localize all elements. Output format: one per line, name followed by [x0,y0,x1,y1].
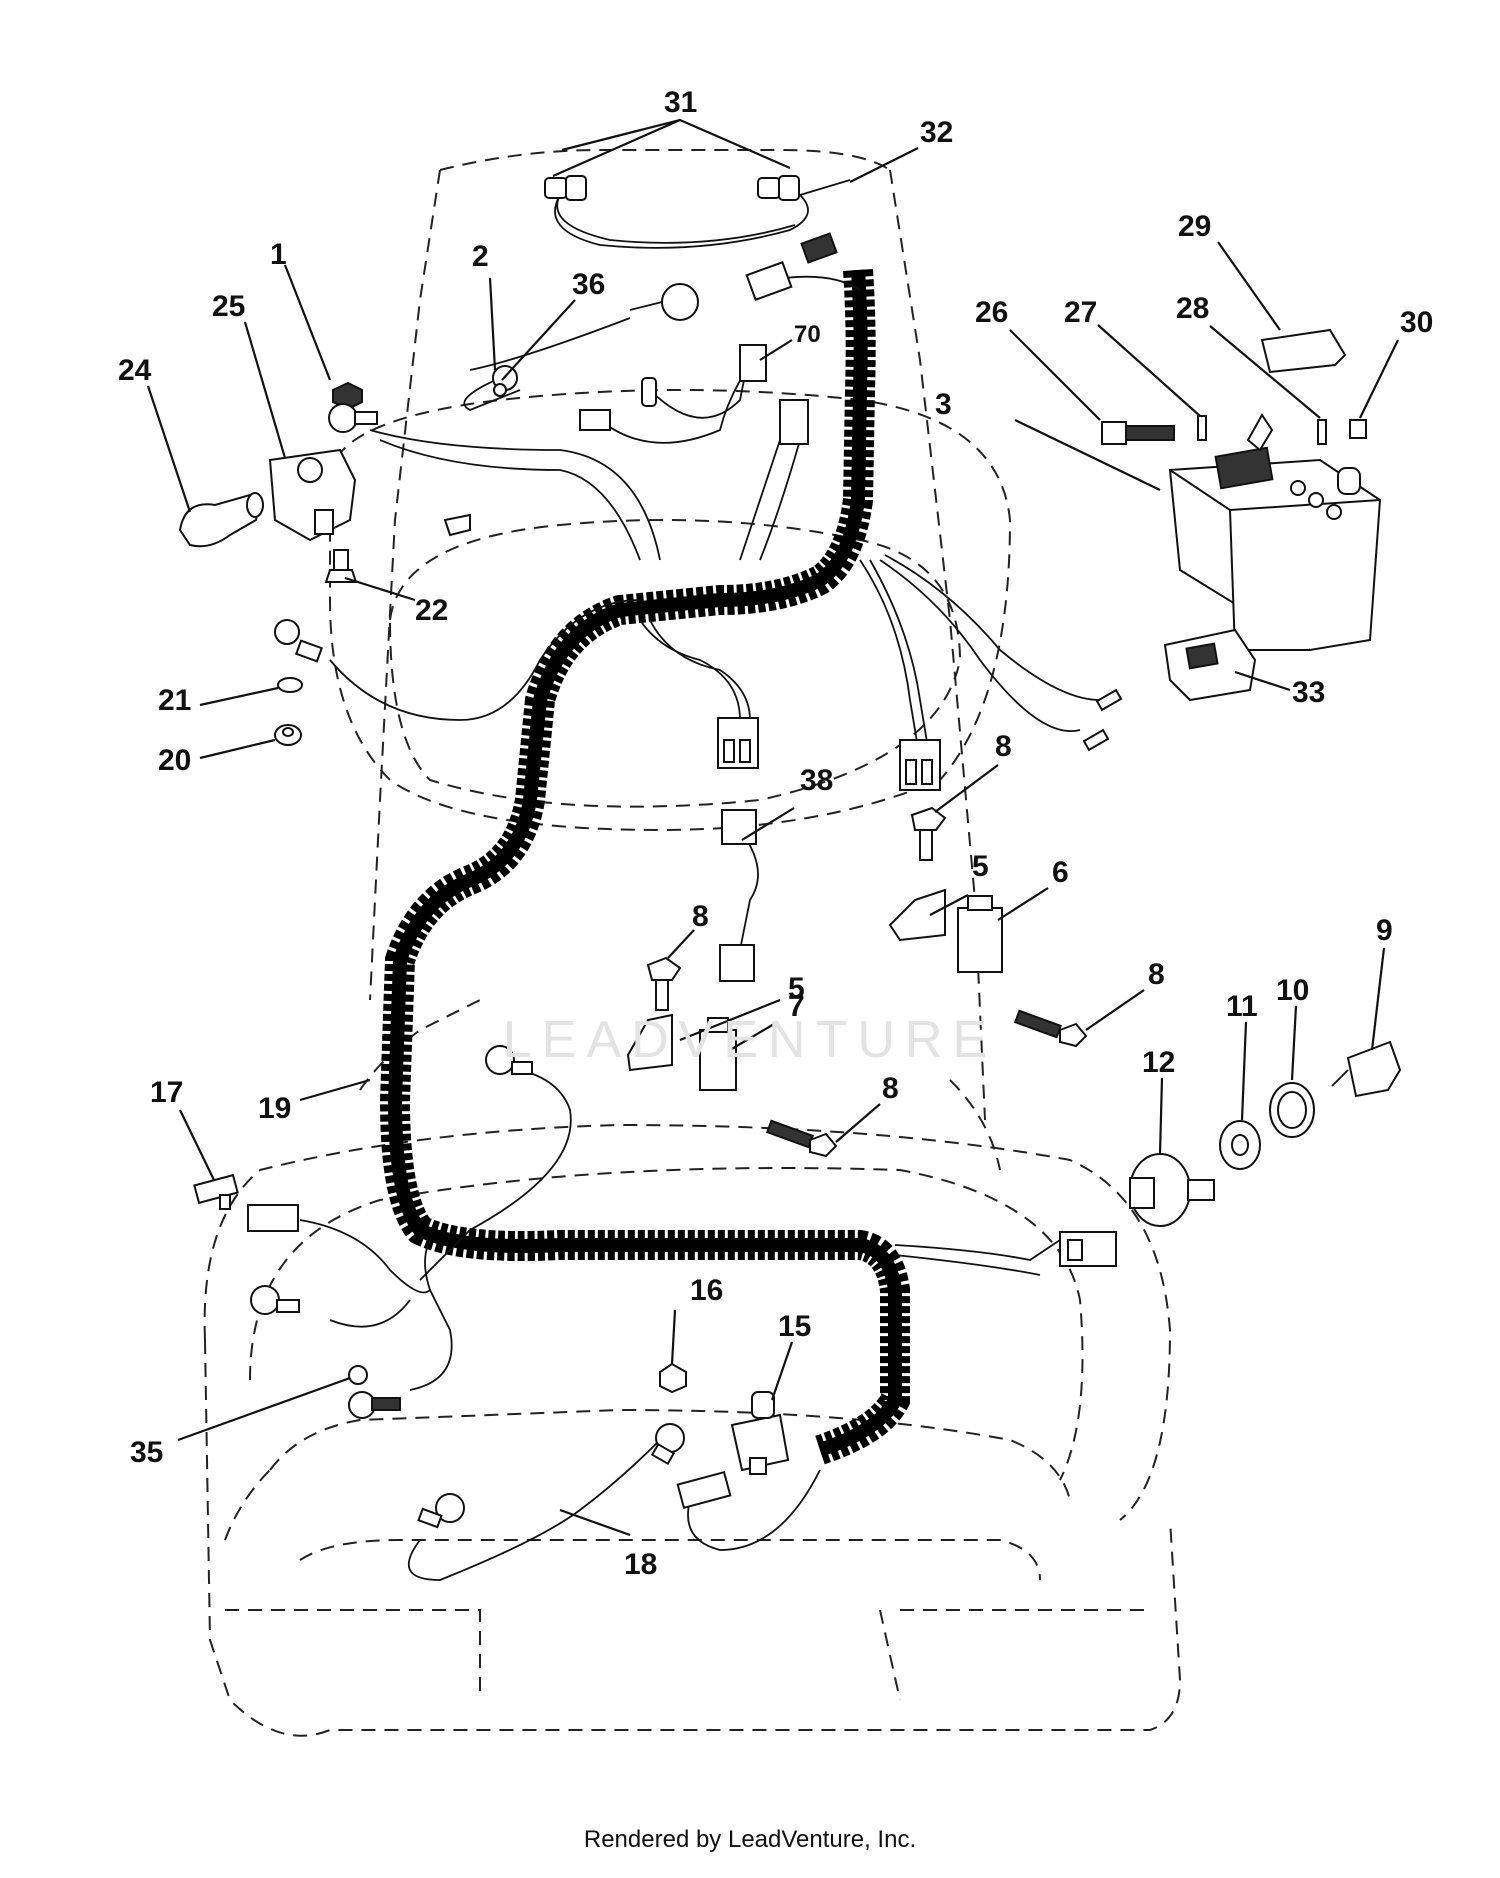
callout-7: 7 [788,990,805,1023]
ignition-bezel-10 [1269,1082,1315,1138]
ground-eyelet-2 [463,283,699,411]
tractor-outline [203,149,1182,1737]
callout-26: 26 [975,296,1008,329]
callout-33: 33 [1292,676,1325,709]
ignition-key-9 [1331,1040,1402,1098]
callout-15: 15 [778,1310,811,1343]
ground-eyelet-lower [485,1045,533,1075]
fuse-17 [193,1173,239,1210]
nut-1 [332,381,363,411]
bolt-8-upper-right [910,806,947,861]
eyelet-35 [348,1391,401,1419]
bracket-5-right [888,888,946,942]
callout-16: 16 [690,1274,723,1307]
callout-8-lower: 8 [882,1072,899,1105]
right-connector [899,739,941,791]
seat-switch-connector [1059,1231,1117,1267]
footer-credit: Rendered by LeadVenture, Inc. [583,1826,917,1853]
callout-32: 32 [920,116,953,149]
callout-27: 27 [1064,296,1097,329]
sensor-connector-70 [579,344,809,445]
rocker-switch-33 [1163,628,1257,702]
callout-18: 18 [624,1548,657,1581]
callout-1: 1 [270,238,287,271]
callout-6: 6 [1052,856,1069,889]
callout-5-left: 5 [788,972,805,1005]
watermark-text: LEADVENTURE [502,1011,998,1069]
bolt-8-lower [765,1119,838,1158]
battery-clamp [1246,413,1274,452]
callout-35: 35 [130,1436,163,1469]
callout-9: 9 [1376,914,1393,947]
callout-labels: 1 2 3 5 5 6 7 8 8 8 8 9 10 11 12 15 16 1… [118,86,1433,1581]
eyelet-left-lower [250,1285,300,1315]
terminal-boot [178,492,264,548]
seat-switch-15 [730,1391,790,1475]
interlock-switch-6 [957,895,1003,973]
ground-tab [443,513,471,537]
coiled-wire-harness [379,269,910,1465]
ground-strap-18-eyelet-top [650,1423,685,1466]
nut-16 [659,1362,687,1394]
spade-terminals [1082,688,1123,752]
headlight-bulb-right [757,175,800,201]
callout-70: 70 [794,321,821,348]
callout-22: 22 [415,594,448,627]
callout-5-right: 5 [972,850,989,883]
callout-8-right: 8 [1148,958,1165,991]
callout-2: 2 [472,240,489,273]
callout-31: 31 [664,86,697,119]
callout-30: 30 [1400,306,1433,339]
leader-lines [146,118,1399,1537]
callout-12: 12 [1142,1046,1175,1079]
callout-19: 19 [258,1092,291,1125]
battery [1168,446,1382,652]
solenoid-eyelet [328,403,378,433]
callout-28: 28 [1176,292,1209,325]
callout-17: 17 [150,1076,183,1109]
callout-36: 36 [572,268,605,301]
jumper-connector-38 [719,809,757,982]
ignition-switch-12 [1129,1153,1215,1227]
ignition-nut-11 [1219,1120,1261,1170]
battery-pad-29 [1260,328,1347,374]
battery-nut-30 [1349,419,1367,439]
battery-washer-28 [1317,419,1327,445]
eyelet-lower-left [274,619,324,663]
harness-wires [299,179,1101,1581]
callout-21: 21 [158,684,191,717]
callout-3: 3 [935,388,952,421]
callout-8-left: 8 [692,900,709,933]
bolt-8-left [646,956,682,1011]
center-connector [717,717,759,769]
bolt-8-right [1013,1009,1088,1048]
bracket-5-left [626,1013,673,1072]
washer-35 [348,1365,368,1385]
seat-connector [676,1470,732,1510]
callout-8-upper: 8 [995,730,1012,763]
nut-20 [274,724,302,746]
battery-washer-27 [1197,415,1207,441]
ground-strap-18-eyelet-bottom [417,1493,465,1529]
callout-24: 24 [118,354,152,387]
battery-bolt-26 [1101,421,1175,445]
fuse-holder [247,1204,299,1232]
headlight-bulb-left [544,175,587,201]
callout-29: 29 [1178,210,1211,243]
callout-38: 38 [800,764,833,797]
washer-21 [277,677,303,693]
callout-11: 11 [1226,990,1258,1023]
callout-20: 20 [158,744,191,777]
callout-25: 25 [212,290,245,323]
starter-solenoid [268,448,357,542]
top-connector [745,232,838,301]
callout-10: 10 [1276,974,1309,1007]
